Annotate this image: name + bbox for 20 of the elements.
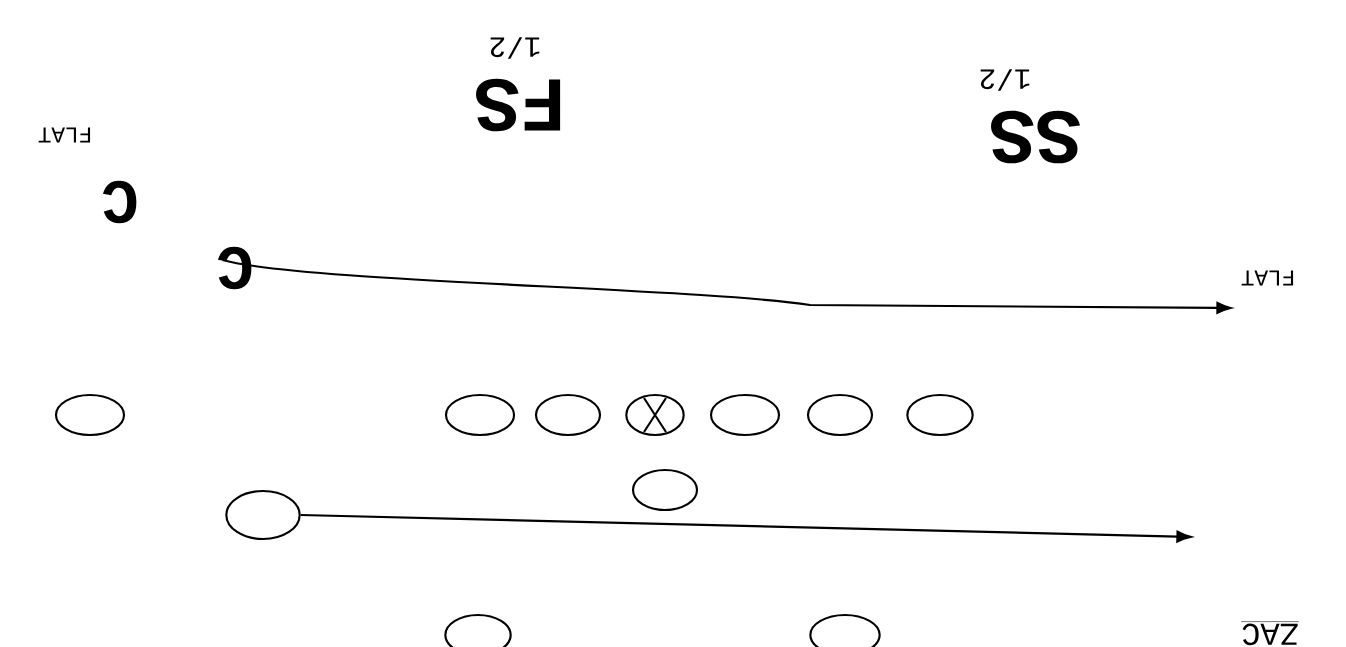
position-label: FLAT [1241, 270, 1294, 286]
player-ellipse [906, 393, 974, 437]
route-arrow [300, 513, 1192, 543]
position-label: FLAT [38, 127, 91, 143]
position-label: ZAC [1240, 621, 1300, 646]
player-ellipse [709, 393, 781, 437]
player-ellipse [534, 393, 602, 437]
player-ellipse [444, 393, 516, 437]
position-label: 1/2 [980, 69, 1030, 91]
position-label: FS [476, 78, 561, 132]
player-ellipse [54, 393, 126, 437]
position-label: SS [991, 110, 1080, 164]
player-ellipse [631, 468, 699, 512]
position-label: 1/2 [490, 37, 540, 59]
player-ellipse [806, 393, 874, 437]
center-ellipse [625, 393, 685, 437]
route-arrow [222, 258, 1232, 314]
position-label: C [102, 180, 137, 224]
player-ellipse [225, 489, 301, 541]
player-letter: C [217, 246, 252, 290]
